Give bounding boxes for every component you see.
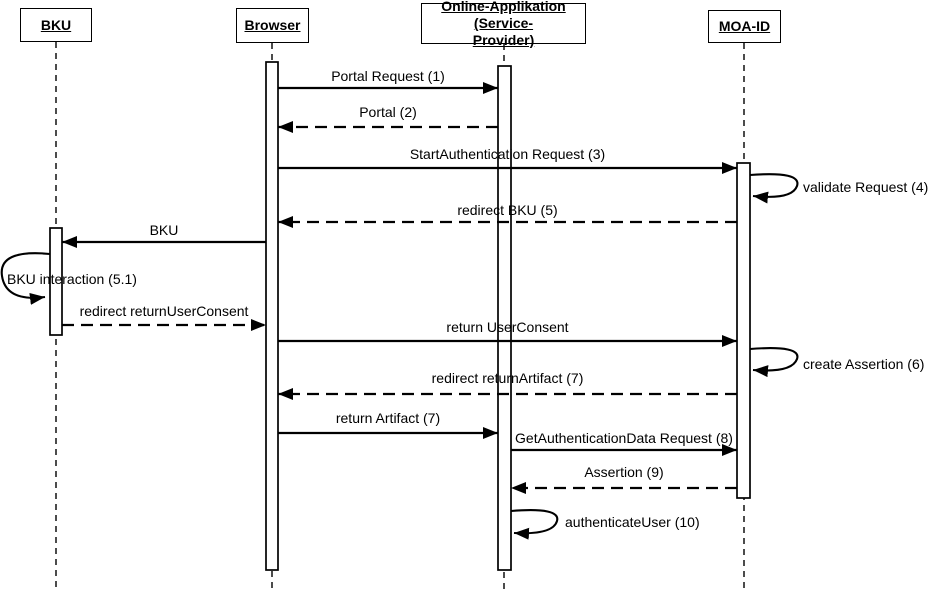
message-label-redirect-returnartifact: redirect returnArtifact (7) <box>431 370 584 386</box>
actor-name-online-app-line1: Online-Applikation (Service- <box>441 0 566 31</box>
activation-bar-online-app <box>497 65 512 571</box>
actor-name-moa-id: MOA-ID <box>718 18 771 34</box>
message-label-redirect-bku: redirect BKU (5) <box>457 202 558 218</box>
message-label-return-userconsent: return UserConsent <box>446 319 569 335</box>
self-loop-authenticateuser <box>510 509 559 540</box>
self-loop-validate-request <box>749 173 799 204</box>
message-label-bku-interaction: BKU interaction (5.1) <box>7 271 137 287</box>
message-label-validate-request: validate Request (4) <box>803 179 929 195</box>
message-label-authenticateuser: authenticateUser (10) <box>565 514 700 530</box>
message-label-startauthentication-request: StartAuthentication Request (3) <box>409 146 606 162</box>
self-loop-create-assertion <box>749 347 799 378</box>
lifeline-header-moa-id: MOA-ID <box>708 10 781 43</box>
message-label-portal: Portal (2) <box>359 104 417 120</box>
activation-bar-bku <box>49 227 63 336</box>
message-label-getauthenticationdata-request: GetAuthenticationData Request (8) <box>515 430 733 446</box>
activation-bar-moa-id <box>736 162 751 499</box>
message-label-portal-request: Portal Request (1) <box>331 68 445 84</box>
self-loop-bku-interaction <box>0 252 51 305</box>
message-label-create-assertion: create Assertion (6) <box>803 356 925 372</box>
actor-name-bku: BKU <box>40 16 72 33</box>
message-label-redirect-returnuserconsent: redirect returnUserConsent <box>79 303 249 319</box>
message-label-bku: BKU <box>149 222 179 238</box>
actor-name-browser: Browser <box>244 17 301 33</box>
message-label-assertion: Assertion (9) <box>584 464 664 480</box>
activation-bar-browser <box>265 61 279 571</box>
lifeline-header-online-app: Online-Applikation (Service- Provider) <box>421 0 586 48</box>
message-label-return-artifact: return Artifact (7) <box>335 410 441 426</box>
lifeline-header-browser: Browser <box>236 8 309 43</box>
actor-name-online-app-line2: Provider) <box>472 32 535 48</box>
lifeline-header-bku: BKU <box>20 8 92 42</box>
